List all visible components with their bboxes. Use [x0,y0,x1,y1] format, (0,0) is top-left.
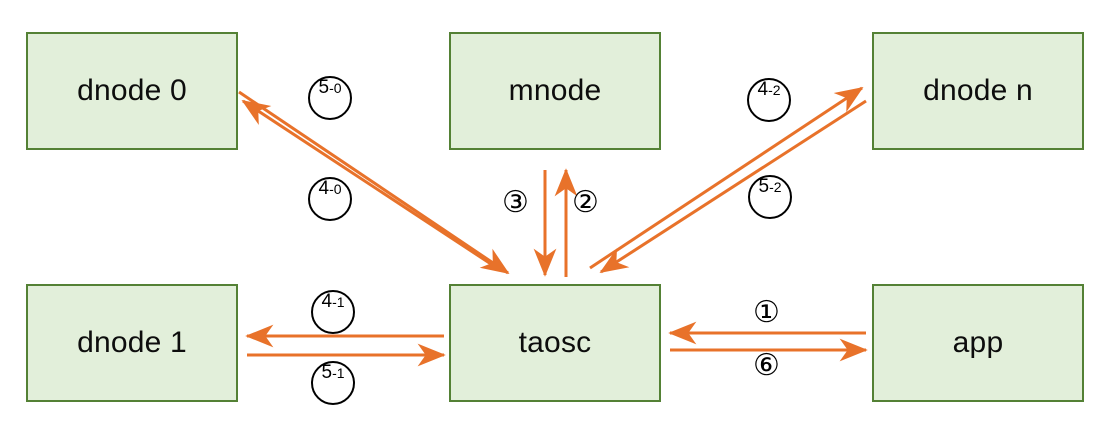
node-label-dnode-1: dnode 1 [77,326,187,359]
node-dnode-n[interactable]: dnode n [872,32,1084,150]
node-dnode-0[interactable]: dnode 0 [26,32,238,150]
edge-badge-4-1-major: 4 [321,291,333,312]
edge-badge-5-2-major: 5 [758,176,770,197]
edge-badge-4-2-minor: -2 [768,82,781,98]
edge-badge-5-0: 5-0 [308,76,352,120]
edge-badge-4-2-major: 4 [757,79,769,100]
edge-badge-4-0-major: 4 [318,178,330,199]
edge-badge-5-1-minor: -1 [332,365,345,381]
edge-badge-2: ② [572,185,599,220]
edge-badge-5-0-major: 5 [318,77,330,98]
edge-badge-1: ① [753,295,780,330]
edge-badge-4-2: 4-2 [747,78,791,122]
node-label-app: app [952,326,1004,359]
edge-badge-4-0-minor: -0 [329,181,342,197]
node-label-dnode-n: dnode n [923,74,1033,107]
node-app[interactable]: app [872,284,1084,402]
edge-badge-5-1-major: 5 [321,362,333,383]
node-mnode[interactable]: mnode [449,32,661,150]
edge-badge-5-0-minor: -0 [329,80,342,96]
node-taosc[interactable]: taosc [449,284,661,402]
edge-badge-6: ⑥ [753,348,780,383]
edge-badge-3: ③ [502,185,529,220]
edge-badge-5-2-minor: -2 [769,179,782,195]
edge-badge-4-0: 4-0 [308,177,352,221]
node-label-dnode-0: dnode 0 [77,74,187,107]
edge-badge-5-2: 5-2 [748,175,792,219]
edge-badge-5-1: 5-1 [311,361,355,405]
node-label-taosc: taosc [518,326,592,359]
edge-badge-4-1-minor: -1 [332,294,345,310]
node-label-mnode: mnode [508,74,602,107]
edge-badge-4-1: 4-1 [311,290,355,334]
node-dnode-1[interactable]: dnode 1 [26,284,238,402]
